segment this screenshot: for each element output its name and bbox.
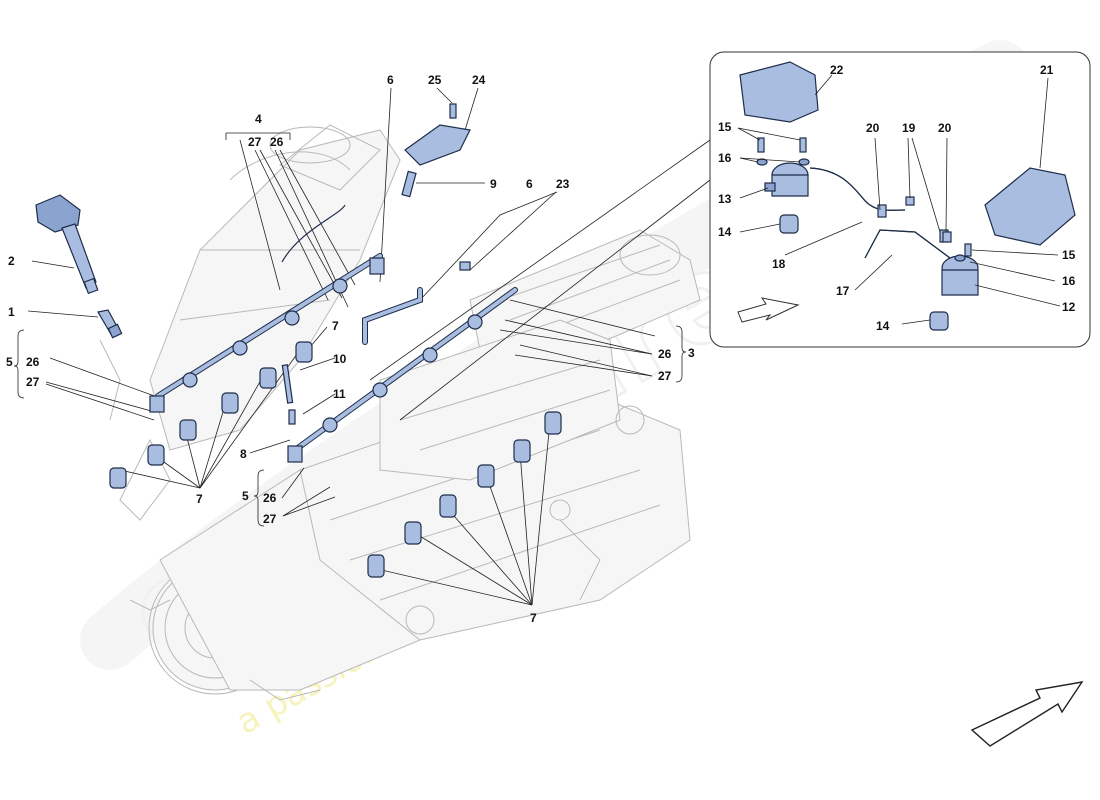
pump-detail-inset [709, 51, 1091, 348]
callout-23: 23 [556, 177, 570, 191]
screw-left-2 [799, 137, 807, 153]
callout-7-bottom: 7 [530, 611, 537, 625]
callout-6-top: 6 [387, 73, 394, 87]
bracket [404, 124, 471, 166]
washer-left-2 [798, 158, 810, 166]
callout-26-right: 26 [658, 347, 672, 361]
callout-26-group4: 26 [270, 135, 284, 149]
injector-sleeves [109, 341, 562, 578]
callout-26-lower: 26 [263, 491, 277, 505]
callout-labels: 1 2 3 4 5 5 6 6 7 7 7 8 9 10 11 12 13 14… [6, 63, 1076, 625]
callout-15-left: 15 [718, 120, 732, 134]
callout-17: 17 [836, 284, 850, 298]
callout-20-left: 20 [866, 121, 880, 135]
callout-24: 24 [472, 73, 486, 87]
callout-27-group4: 27 [248, 135, 262, 149]
pump-tappet-left [779, 214, 799, 234]
callout-5-left: 5 [6, 355, 13, 369]
callout-20-right: 20 [938, 121, 952, 135]
spark-plug [97, 309, 123, 339]
callout-14-left: 14 [718, 225, 732, 239]
bolt-top [449, 103, 457, 119]
callout-14-right: 14 [876, 319, 890, 333]
callout-25: 25 [428, 73, 442, 87]
callout-1: 1 [8, 305, 15, 319]
callout-2: 2 [8, 254, 15, 268]
callout-15-right: 15 [1062, 248, 1076, 262]
fuel-pump-right [941, 255, 979, 296]
screw-left-1 [757, 137, 765, 153]
callout-11: 11 [333, 387, 346, 401]
callout-6-mid: 6 [526, 177, 533, 191]
engine-assembly [99, 124, 701, 701]
callout-16-left: 16 [718, 151, 732, 165]
clip [459, 261, 471, 271]
fuel-rail-left [149, 253, 385, 413]
washer-right [954, 254, 966, 262]
callout-16-right: 16 [1062, 274, 1076, 288]
callout-27-left: 27 [26, 375, 40, 389]
callout-7-center: 7 [332, 319, 339, 333]
fuel-pump-left [764, 162, 809, 197]
pump-cover-left [739, 61, 819, 123]
callout-13: 13 [718, 192, 732, 206]
callout-8: 8 [240, 447, 247, 461]
clip-19a [905, 196, 915, 206]
callout-3: 3 [688, 346, 695, 360]
callout-10: 10 [333, 352, 347, 366]
callout-22: 22 [830, 63, 844, 77]
pump-cover-right [984, 167, 1076, 246]
front-direction-arrow [970, 681, 1084, 747]
callout-26-left: 26 [26, 355, 40, 369]
fuel-pipe-upper [281, 204, 346, 263]
callout-12: 12 [1062, 300, 1076, 314]
callout-5-lower: 5 [242, 489, 249, 503]
clip-20b [942, 231, 952, 243]
pump-tappet-right [929, 311, 949, 331]
sensor-stud [401, 170, 417, 198]
callout-27-right: 27 [658, 369, 672, 383]
callout-19: 19 [902, 121, 916, 135]
callout-18: 18 [772, 257, 786, 271]
ignition-coil [35, 194, 99, 295]
callout-27-lower: 27 [263, 512, 277, 526]
parts [35, 103, 562, 578]
clip-20a [877, 204, 887, 218]
callout-21: 21 [1040, 63, 1054, 77]
fuel-rail-right [287, 287, 518, 463]
short-bolt [288, 409, 296, 425]
callout-7-left: 7 [196, 492, 203, 506]
callout-brackets [13, 325, 687, 527]
callout-4: 4 [255, 112, 262, 126]
callout-9: 9 [490, 177, 497, 191]
long-bolt [281, 364, 294, 404]
screw-right [964, 243, 972, 257]
inset-direction-arrow [737, 297, 800, 323]
